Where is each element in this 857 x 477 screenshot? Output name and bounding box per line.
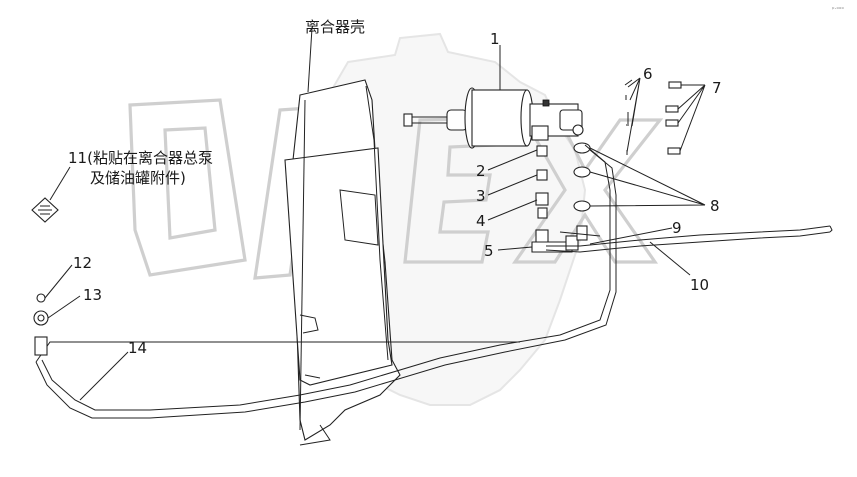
left-fittings xyxy=(33,293,49,356)
warning-label-icon xyxy=(31,197,59,223)
corner-mark: ᵖ·ᵒᵒᵒ xyxy=(832,6,844,13)
part-number-14: 14 xyxy=(128,339,147,357)
part-number-8: 8 xyxy=(710,197,720,215)
housing-label: 离合器壳 xyxy=(305,18,365,36)
part-number-12: 12 xyxy=(73,254,92,272)
part-number-7: 7 xyxy=(712,79,722,97)
part-number-10: 10 xyxy=(690,276,709,294)
leader-lines xyxy=(44,27,706,401)
part-number-9: 9 xyxy=(672,219,682,237)
clutch-master-cylinder xyxy=(403,87,584,149)
callout-11-line2: 及储油罐附件) xyxy=(90,169,186,187)
part-number-5: 5 xyxy=(484,242,494,260)
callout-11-line1: 11(粘贴在离合器总泵 xyxy=(68,149,213,167)
part-number-6: 6 xyxy=(643,65,653,83)
part-number-2: 2 xyxy=(476,162,486,180)
part-number-4: 4 xyxy=(476,212,486,230)
part-number-13: 13 xyxy=(83,286,102,304)
part-number-1: 1 xyxy=(490,30,500,48)
labels: 离合器壳 1 2 3 4 5 6 7 8 9 10 11(粘贴在离合器总泵 及储… xyxy=(68,6,844,357)
clutch-housing xyxy=(284,79,401,446)
part-number-3: 3 xyxy=(476,187,486,205)
